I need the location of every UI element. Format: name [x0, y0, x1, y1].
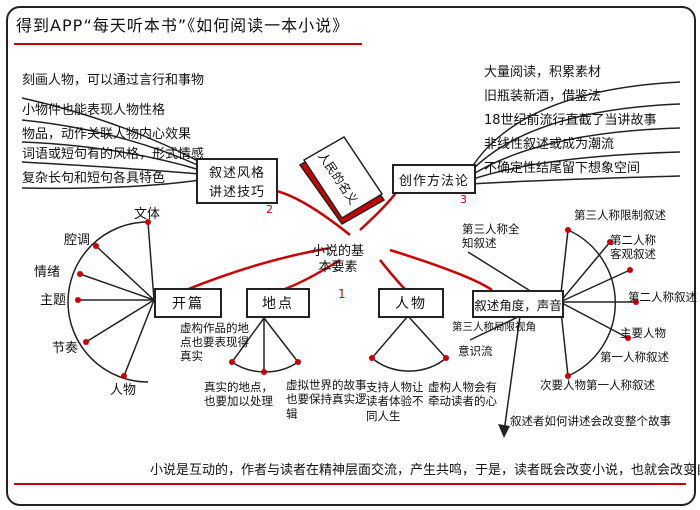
didian-item-1: 虚构作品的地点也要表现得真实	[180, 321, 249, 363]
didian-item-3: 虚拟世界的故事也要保持真实逻辑	[286, 378, 367, 421]
style-box: 叙述风格 讲述技巧	[196, 158, 278, 204]
narrative-item-8: 叙述者如何讲述会改变整个故事	[510, 414, 671, 428]
narrative-item-6: 第一人称叙述	[600, 350, 669, 364]
method-item-5: 不确定性结尾留下想象空间	[484, 161, 641, 176]
narrative-item-9: 第三人称局限视角	[452, 321, 536, 333]
narrative-item-3: 第二人称客观叙述	[610, 233, 656, 261]
style-item-5: 复杂长句和短句各具特色	[22, 171, 166, 186]
didian-box: 地点	[246, 288, 310, 318]
style-box-line-1: 叙述风格	[208, 166, 265, 181]
kaipian-spoke-4: 主题	[40, 293, 67, 308]
arrow-head	[498, 424, 510, 438]
renwu-fan	[371, 315, 447, 372]
kaipian-wheel	[67, 221, 155, 383]
narrative-wheel	[467, 229, 636, 433]
narrative-item-10: 意识流	[458, 344, 493, 358]
kaipian-box: 开篇	[154, 288, 222, 318]
renwu-item-1: 支持人物让读者体验不同人生	[366, 380, 424, 423]
narrative-dots	[565, 227, 639, 379]
kaipian-spoke-1: 文体	[134, 207, 161, 222]
book-icon	[298, 135, 386, 225]
didian-item-2: 真实的地点，也要加以处理	[204, 380, 273, 409]
narrative-item-7: 次要人物第一人称叙述	[540, 378, 655, 392]
kaipian-dots	[75, 219, 151, 379]
kaipian-label: 开篇	[172, 296, 204, 312]
style-item-3: 物品，动作关联人物内心效果	[22, 127, 192, 142]
kaipian-spoke-5: 节奏	[52, 341, 79, 356]
narrative-item-4: 第二人称叙述	[628, 290, 697, 304]
narrative-item-5: 主要人物	[620, 326, 666, 340]
method-item-2: 旧瓶装新酒，借鉴法	[484, 89, 602, 104]
narrative-box: 叙述角度，声音	[472, 290, 564, 318]
narrative-item-1: 第三人称全知叙述	[462, 222, 520, 251]
top-right-branches	[469, 81, 681, 185]
method-item-3: 18世纪前流行直截了当讲故事	[484, 113, 657, 128]
center-label: 小说的基本要素	[311, 244, 364, 276]
method-box: 创作方法论	[392, 164, 476, 194]
didian-label: 地点	[262, 296, 294, 312]
style-item-1: 刻画人物，可以通过言行和事物	[22, 73, 205, 88]
top-left-branches	[21, 97, 201, 190]
renwu-box: 人物	[378, 288, 444, 318]
kaipian-spoke-6: 人物	[110, 383, 137, 398]
renwu-label: 人物	[395, 296, 427, 312]
method-box-number: 3	[460, 193, 467, 206]
style-box-number: 2	[266, 203, 273, 216]
renwu-item-2: 虚构人物会有牵动读者的心	[428, 380, 497, 409]
renwu-dots	[369, 355, 449, 361]
footer-text: 小说是互动的，作者与读者在精神层面交流，产生共鸣，于是，读者既会改变小说，也就会…	[150, 463, 700, 478]
narrative-item-2: 第三人称限制叙述	[574, 208, 666, 222]
style-item-2: 小物件也能表现人物性格	[22, 103, 166, 118]
page-title: 得到APP“每天听本书”《如何阅读一本小说》	[16, 16, 350, 35]
style-item-4: 词语或短句有的风格，形式情感	[22, 147, 205, 162]
kaipian-spoke-2: 腔调	[64, 233, 91, 248]
method-item-1: 大量阅读，积累素材	[484, 65, 602, 80]
didian-dots	[229, 359, 301, 375]
center-number: 1	[338, 287, 346, 301]
style-box-line-2: 讲述技巧	[208, 185, 265, 200]
method-box-label: 创作方法论	[398, 173, 469, 189]
kaipian-spoke-3: 情绪	[34, 265, 61, 280]
method-item-4: 非线性叙述或成为潮流	[484, 137, 615, 152]
mindmap-card	[6, 6, 696, 506]
narrative-label: 叙述角度，声音	[474, 297, 562, 313]
